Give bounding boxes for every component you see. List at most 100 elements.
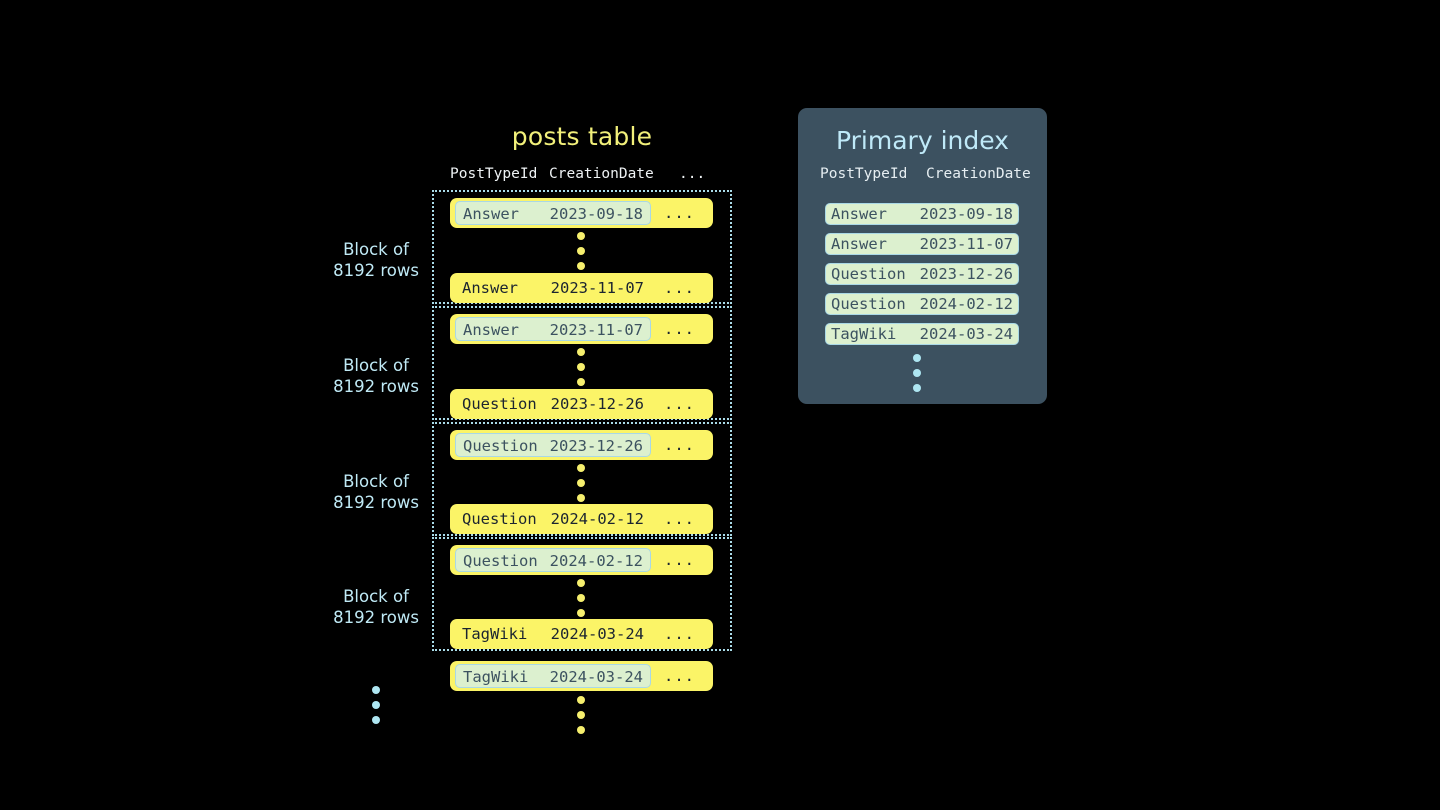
block-frame-4 <box>432 537 732 651</box>
index-ellipsis-dots <box>913 354 923 399</box>
column-header-posttypeid: PostTypeId <box>450 166 538 182</box>
dot <box>577 247 585 255</box>
dot <box>577 363 585 371</box>
row-cells: TagWiki 2024-03-24 <box>455 622 651 646</box>
row-posttypeid: Question <box>462 395 537 413</box>
primary-index-title: Primary index <box>836 126 1009 155</box>
block-label-3-line1: Block of <box>343 472 409 491</box>
row-creationdate: 2023-11-07 <box>550 279 644 297</box>
block-label-2-line2: 8192 rows <box>333 377 419 396</box>
index-row-posttypeid: Question <box>831 265 906 283</box>
dot <box>577 464 585 472</box>
index-row: TagWiki 2024-03-24 <box>825 323 1019 345</box>
vertical-ellipsis-dots <box>577 696 587 741</box>
column-header-creationdate: CreationDate <box>926 166 1031 182</box>
vertical-ellipsis-dots <box>577 232 587 277</box>
row-ellipsis: ... <box>664 436 695 454</box>
block-label-1: Block of 8192 rows <box>311 239 441 281</box>
dot <box>577 479 585 487</box>
row-creationdate: 2024-02-12 <box>549 552 643 570</box>
column-header-creationdate: CreationDate <box>549 166 654 182</box>
dot <box>577 262 585 270</box>
table-row: Answer 2023-09-18 ... <box>450 198 713 228</box>
dot <box>577 494 585 502</box>
row-posttypeid: Answer <box>462 279 518 297</box>
dot <box>372 716 380 724</box>
column-header-posttypeid: PostTypeId <box>820 166 908 182</box>
table-row: Question 2023-12-26 ... <box>450 430 713 460</box>
row-highlight-box: Answer 2023-09-18 <box>455 201 651 225</box>
dot <box>913 369 921 377</box>
row-highlight-box: Answer 2023-11-07 <box>455 317 651 341</box>
index-row-posttypeid: Answer <box>831 205 887 223</box>
block-label-1-line2: 8192 rows <box>333 261 419 280</box>
index-row-creationdate: 2023-11-07 <box>919 235 1013 253</box>
row-cells: Question 2024-02-12 <box>455 507 651 531</box>
row-highlight-box: Question 2023-12-26 <box>455 433 651 457</box>
row-cells: Answer 2023-11-07 <box>455 276 651 300</box>
row-ellipsis: ... <box>664 204 695 222</box>
dot <box>372 686 380 694</box>
index-row-creationdate: 2023-09-18 <box>919 205 1013 223</box>
table-row: Question 2024-02-12 ... <box>450 545 713 575</box>
dot <box>577 378 585 386</box>
table-row: Question 2024-02-12 ... <box>450 504 713 534</box>
index-row-creationdate: 2024-02-12 <box>919 295 1013 313</box>
row-posttypeid: Answer <box>463 321 519 339</box>
row-creationdate: 2023-09-18 <box>549 205 643 223</box>
primary-index-panel: Primary index PostTypeId CreationDate An… <box>798 108 1047 404</box>
index-row-creationdate: 2024-03-24 <box>919 325 1013 343</box>
index-row-posttypeid: TagWiki <box>831 325 897 343</box>
dot <box>577 232 585 240</box>
row-posttypeid: TagWiki <box>463 668 529 686</box>
column-header-ellipsis: ... <box>679 166 706 182</box>
row-posttypeid: TagWiki <box>462 625 528 643</box>
index-row: Question 2023-12-26 <box>825 263 1019 285</box>
row-ellipsis: ... <box>664 320 695 338</box>
block-label-3: Block of 8192 rows <box>311 471 441 513</box>
row-creationdate: 2024-03-24 <box>549 668 643 686</box>
vertical-ellipsis-dots <box>577 579 587 624</box>
block-label-3-line2: 8192 rows <box>333 493 419 512</box>
table-row: Answer 2023-11-07 ... <box>450 314 713 344</box>
dot <box>577 594 585 602</box>
index-row-posttypeid: Answer <box>831 235 887 253</box>
blocks-continue-ellipsis-dots <box>372 686 382 731</box>
row-creationdate: 2023-11-07 <box>549 321 643 339</box>
row-ellipsis: ... <box>664 625 695 643</box>
block-frame-3 <box>432 422 732 536</box>
row-ellipsis: ... <box>664 510 695 528</box>
index-row-posttypeid: Question <box>831 295 906 313</box>
table-row: TagWiki 2024-03-24 ... <box>450 619 713 649</box>
row-highlight-box: Question 2024-02-12 <box>455 548 651 572</box>
row-ellipsis: ... <box>664 551 695 569</box>
index-row: Answer 2023-11-07 <box>825 233 1019 255</box>
table-row: Answer 2023-11-07 ... <box>450 273 713 303</box>
index-row: Answer 2023-09-18 <box>825 203 1019 225</box>
row-ellipsis: ... <box>664 667 695 685</box>
row-ellipsis: ... <box>664 395 695 413</box>
row-creationdate: 2024-03-24 <box>550 625 644 643</box>
row-posttypeid: Question <box>463 552 538 570</box>
posts-table-column-headers: PostTypeId CreationDate ... <box>432 166 732 186</box>
dot <box>577 726 585 734</box>
dot <box>577 348 585 356</box>
block-frame-2 <box>432 306 732 420</box>
table-row: TagWiki 2024-03-24 ... <box>450 661 713 691</box>
row-posttypeid: Question <box>463 437 538 455</box>
row-ellipsis: ... <box>664 279 695 297</box>
index-row-creationdate: 2023-12-26 <box>919 265 1013 283</box>
row-creationdate: 2023-12-26 <box>549 437 643 455</box>
block-frame-1 <box>432 190 732 304</box>
row-highlight-box: TagWiki 2024-03-24 <box>455 664 651 688</box>
block-label-2-line1: Block of <box>343 356 409 375</box>
dot <box>577 696 585 704</box>
dot <box>913 384 921 392</box>
dot <box>913 354 921 362</box>
block-label-2: Block of 8192 rows <box>311 355 441 397</box>
dot <box>577 579 585 587</box>
dot <box>577 711 585 719</box>
vertical-ellipsis-dots <box>577 348 587 393</box>
row-creationdate: 2023-12-26 <box>550 395 644 413</box>
